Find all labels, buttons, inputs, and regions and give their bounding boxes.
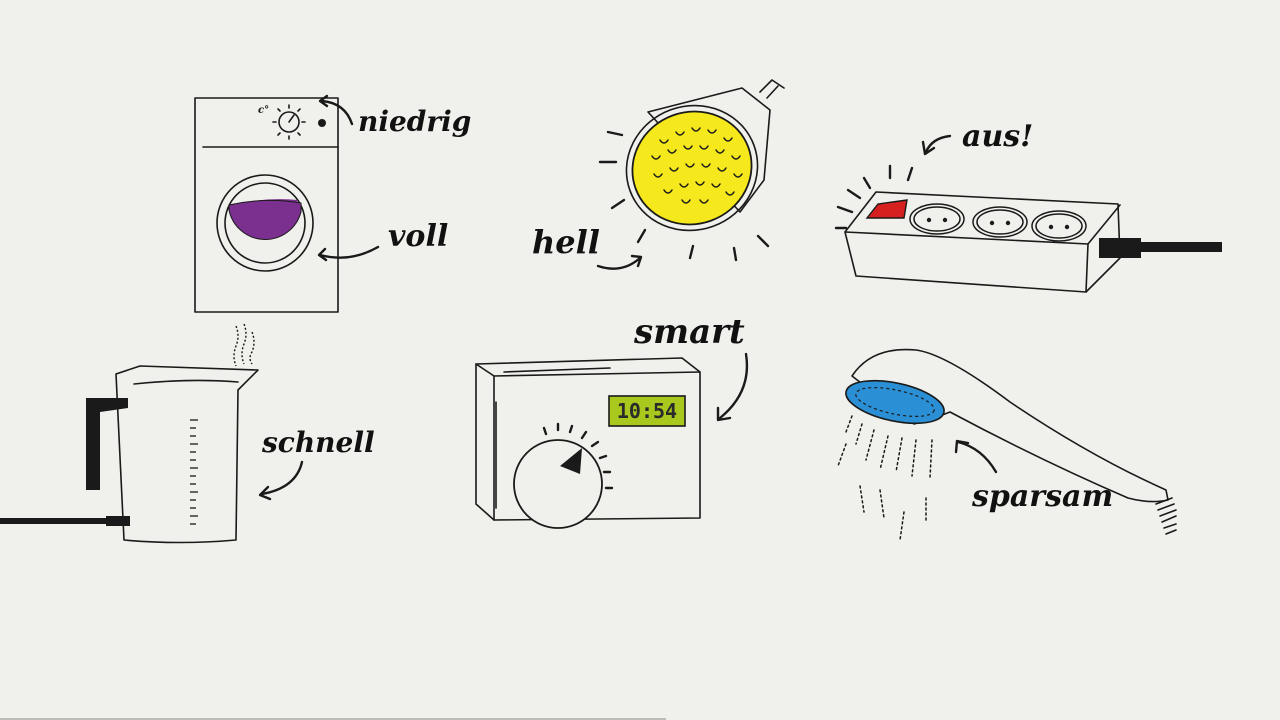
label-hell: hell [532, 223, 600, 261]
arrow-aus [924, 134, 952, 154]
power-strip-icon [834, 164, 1222, 293]
led-spotlight-icon [598, 79, 785, 262]
label-aus: aus! [962, 119, 1033, 154]
arrow-sparsam [956, 440, 998, 474]
temperature-dial [513, 439, 603, 529]
washing-machine-icon: c° [194, 97, 339, 313]
arrow-smart [718, 352, 749, 420]
lcd-display [608, 395, 686, 427]
electric-kettle-icon [0, 323, 259, 544]
playback-progress-bar [0, 718, 666, 720]
arrow-hell [596, 256, 642, 270]
arrow-voll [318, 245, 380, 259]
arrow-niedrig [320, 99, 354, 126]
label-voll: voll [388, 219, 448, 254]
arrow-schnell [260, 460, 304, 496]
label-niedrig: niedrig [358, 105, 471, 138]
thermostat-icon: 10:54 [475, 357, 701, 529]
label-sparsam: sparsam [971, 479, 1113, 514]
shower-head-icon [837, 348, 1177, 541]
lcd-time: 10:54 [617, 399, 677, 423]
svg-text:c°: c° [258, 105, 269, 116]
label-schnell: schnell [261, 426, 375, 459]
label-smart: smart [633, 312, 745, 352]
